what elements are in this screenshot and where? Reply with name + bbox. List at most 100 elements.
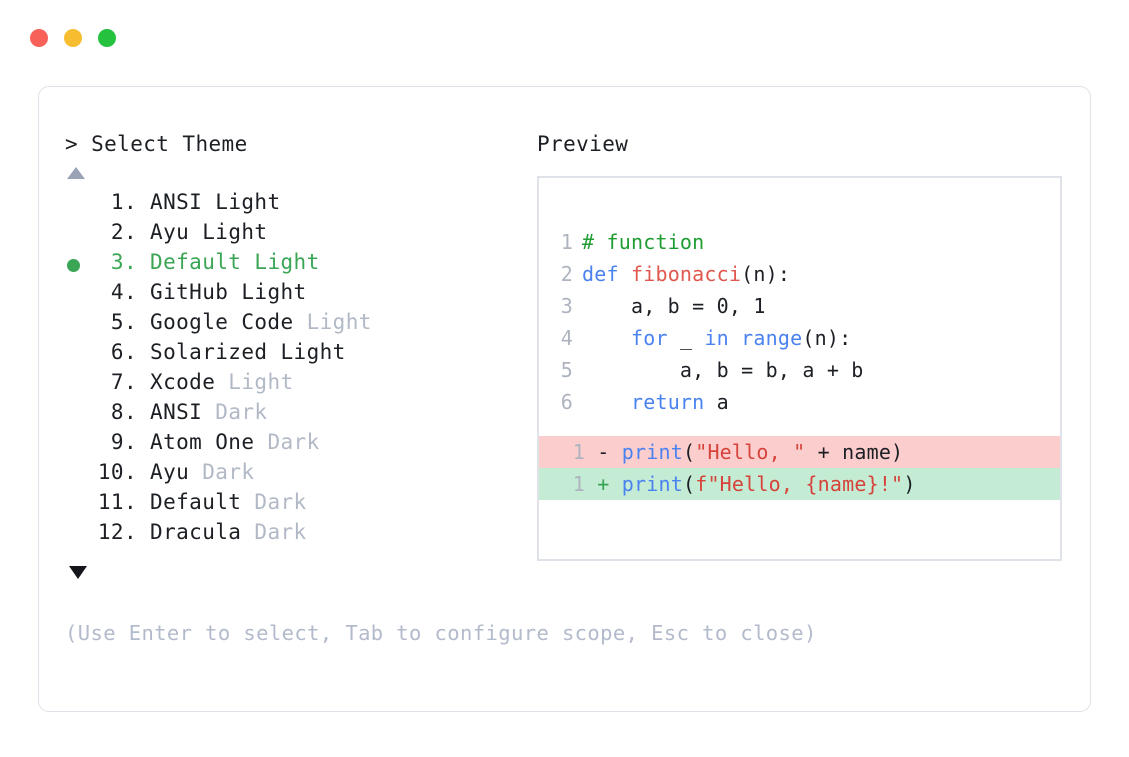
code-token: return (630, 390, 705, 414)
code-line: 5 a, b = b, a + b (539, 354, 1060, 386)
code-token: range (741, 326, 803, 350)
theme-list-item[interactable]: 1. ANSI Light (65, 190, 535, 220)
theme-item-name: ANSI (150, 190, 203, 214)
code-line-text: a, b = b, a + b (573, 354, 864, 386)
selection-indicator-slot (65, 280, 91, 310)
code-token: _ (667, 326, 705, 350)
diff-removed-line: 1 - print("Hello, " + name) (539, 436, 1060, 468)
code-token: a, b = 0, 1 (582, 294, 766, 318)
code-line: 1 # function (539, 226, 1060, 258)
theme-list-item[interactable]: 6. Solarized Light (65, 340, 535, 370)
theme-item-number: 10. (97, 460, 137, 484)
theme-item-spacer (137, 280, 150, 304)
theme-item-variant: Light (215, 370, 294, 394)
theme-item-variant: Dark (189, 460, 255, 484)
theme-list-item[interactable]: 12. Dracula Dark (65, 520, 535, 550)
code-token: f"Hello, {name}!" (695, 472, 904, 496)
theme-list-item[interactable]: 11. Default Dark (65, 490, 535, 520)
code-line-text: # function (573, 226, 704, 258)
theme-item-number: 4. (110, 280, 137, 304)
theme-list-item[interactable]: 8. ANSI Dark (65, 400, 535, 430)
theme-item-variant: Light (228, 280, 307, 304)
selected-bullet-icon (67, 258, 80, 272)
theme-item-spacer (137, 430, 150, 454)
code-line-number: 1 (572, 472, 585, 496)
selection-indicator-slot (65, 190, 91, 220)
code-token: def (582, 262, 631, 286)
selection-indicator-slot (65, 400, 91, 430)
theme-item-variant: Light (293, 310, 372, 334)
theme-item-name: Default (150, 250, 242, 274)
code-line-number: 3 (560, 294, 573, 318)
maximize-button[interactable] (98, 29, 116, 47)
code-token: (n): (802, 326, 852, 350)
code-line-text: for _ in range(n): (573, 322, 851, 354)
theme-item-number: 7. (110, 370, 137, 394)
prompt-caret-icon: > (65, 132, 79, 156)
theme-item-variant: Dark (202, 400, 268, 424)
code-token: ) (903, 472, 916, 496)
code-line-number: 5 (560, 358, 573, 382)
code-token: ( (682, 472, 696, 496)
theme-item-name: Xcode (150, 370, 216, 394)
code-line-text: a, b = 0, 1 (573, 290, 766, 322)
code-token: print (621, 472, 683, 496)
theme-list-item[interactable]: 2. Ayu Light (65, 220, 535, 250)
close-button[interactable] (30, 29, 48, 47)
selection-indicator-slot (65, 520, 91, 550)
code-line-number: 6 (560, 390, 573, 414)
diff-sign: + (585, 472, 622, 496)
code-line-text: print("Hello, " + name) (622, 436, 904, 468)
theme-item-number: 9. (110, 430, 137, 454)
theme-item-spacer (137, 460, 150, 484)
theme-item-spacer (137, 310, 150, 334)
theme-list-item[interactable]: 4. GitHub Light (65, 280, 535, 310)
code-line-number: 4 (560, 326, 573, 350)
code-token: for (630, 326, 668, 350)
theme-list-item[interactable]: 9. Atom One Dark (65, 430, 535, 460)
theme-item-variant: Light (241, 250, 320, 274)
theme-item-name: Google Code (150, 310, 294, 334)
page-title: > Select Theme (65, 129, 535, 159)
code-line-text: print(f"Hello, {name}!") (622, 468, 916, 500)
theme-list-item[interactable]: 10. Ayu Dark (65, 460, 535, 490)
theme-item-name: Ayu (150, 460, 190, 484)
triangle-down-icon[interactable] (69, 566, 87, 579)
theme-item-spacer (137, 190, 150, 214)
theme-list-item[interactable]: 7. Xcode Light (65, 370, 535, 400)
diff-sign: - (585, 440, 622, 464)
triangle-up-icon[interactable] (67, 167, 85, 179)
code-line: 6 return a (539, 386, 1060, 418)
code-token: print (621, 440, 683, 464)
preview-label: Preview (537, 132, 629, 156)
code-line-number: 1 (560, 230, 573, 254)
code-token: a (704, 390, 729, 414)
selection-indicator-slot (65, 220, 91, 250)
code-token: ( (682, 440, 696, 464)
theme-list-item[interactable]: 3. Default Light (65, 250, 535, 280)
theme-list-item[interactable]: 5. Google Code Light (65, 310, 535, 340)
selection-indicator-slot (65, 490, 91, 520)
theme-item-spacer (137, 370, 150, 394)
theme-item-number: 3. (110, 250, 137, 274)
theme-item-spacer (137, 400, 150, 424)
code-token: in (704, 326, 742, 350)
code-line-text: return a (573, 386, 729, 418)
selection-indicator-slot (65, 370, 91, 400)
code-token (582, 390, 631, 414)
theme-item-variant: Light (189, 220, 268, 244)
minimize-button[interactable] (64, 29, 82, 47)
code-line-text: def fibonacci(n): (573, 258, 790, 290)
theme-item-number: 6. (110, 340, 137, 364)
theme-item-number: 8. (110, 400, 137, 424)
selection-indicator-slot (65, 250, 91, 280)
code-token: # function (582, 230, 705, 254)
theme-item-spacer (137, 490, 150, 514)
selection-indicator-slot (65, 430, 91, 460)
theme-item-number: 2. (110, 220, 137, 244)
